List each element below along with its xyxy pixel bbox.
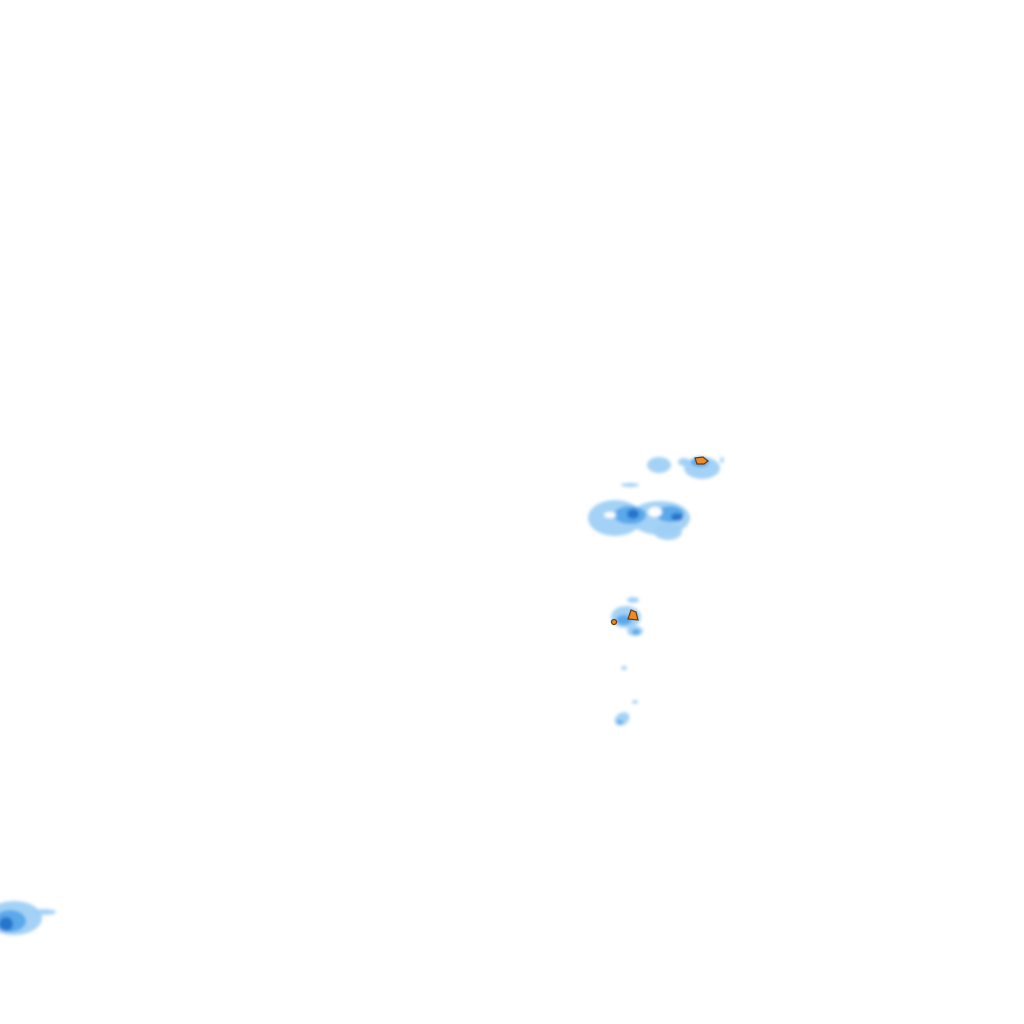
precip-core-north xyxy=(694,456,709,465)
precip-cell-central xyxy=(588,500,690,540)
precip-cell-north xyxy=(621,457,724,487)
precip-cell-southwest xyxy=(0,901,56,935)
precip-cell-streak xyxy=(614,712,630,726)
precip-core-south-small xyxy=(610,618,618,626)
precip-core-south xyxy=(627,609,639,621)
